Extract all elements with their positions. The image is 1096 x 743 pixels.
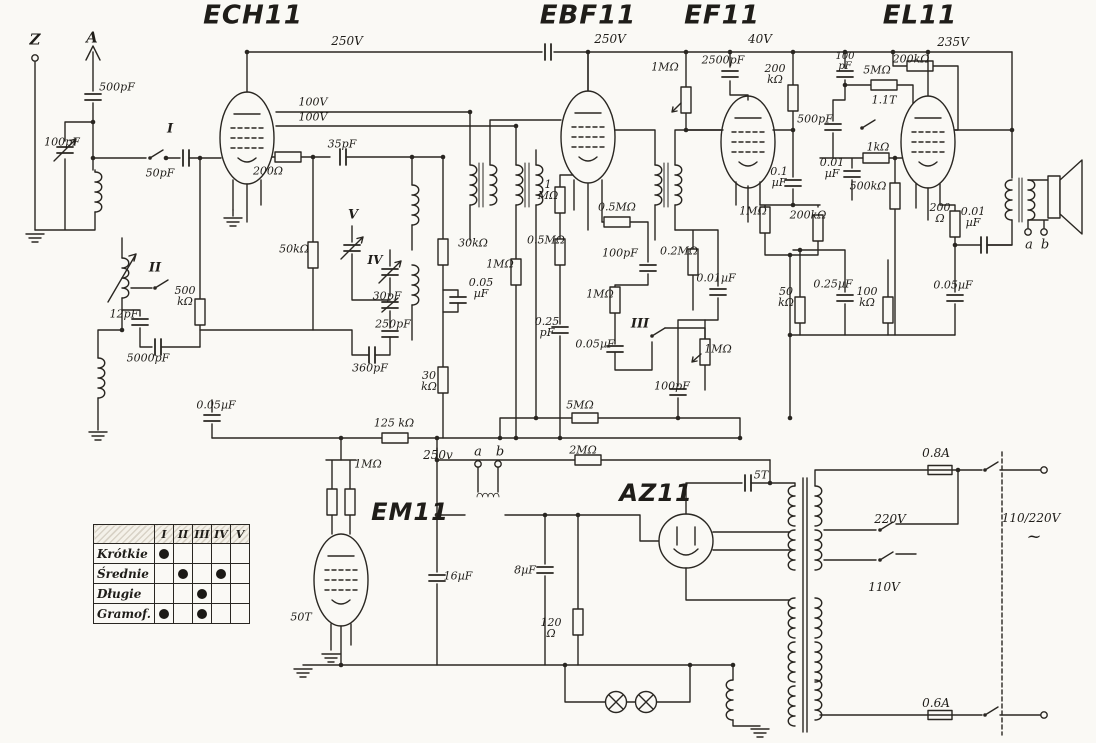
band-row-label: Krótkie — [93, 543, 155, 564]
band-col-header: IV — [210, 524, 231, 544]
el11-stage — [787, 49, 1083, 421]
band-col-header: III — [191, 524, 212, 544]
band-dot — [158, 549, 169, 559]
band-cell — [191, 563, 212, 584]
band-row-label: Średnie — [93, 563, 155, 584]
band-row-label: Długie — [93, 583, 155, 604]
band-cell — [229, 583, 250, 604]
band-table-corner — [93, 524, 155, 544]
band-table-row: Średnie — [93, 563, 250, 584]
band-dot — [196, 589, 207, 599]
band-cell — [210, 563, 231, 584]
band-cell — [210, 583, 231, 604]
band-dot — [158, 609, 169, 619]
em11-stage — [313, 459, 369, 668]
band-cell — [191, 603, 212, 624]
power-transformer — [787, 451, 1048, 736]
band-table-row: Długie — [93, 583, 250, 604]
if-transformer-2 — [614, 126, 727, 421]
band-col-header: V — [229, 524, 250, 544]
band-table-row: Krótkie — [93, 543, 250, 564]
band-row-label: Gramof. — [93, 603, 155, 624]
band-dot — [196, 609, 207, 619]
band-cell — [153, 603, 174, 624]
power-supply-section — [293, 447, 796, 738]
band-cell — [172, 603, 193, 624]
if-transformer-1 — [467, 108, 562, 441]
band-cell — [229, 563, 250, 584]
band-cell — [210, 603, 231, 624]
band-cell — [191, 583, 212, 604]
band-cell — [229, 603, 250, 624]
band-cell — [153, 563, 174, 584]
band-table-row: Gramof. — [93, 603, 250, 624]
band-cell — [210, 543, 231, 564]
ebf11-stage — [551, 49, 1013, 441]
band-cell — [153, 543, 174, 564]
el11-coupling — [819, 49, 959, 336]
ef11-stage — [671, 49, 824, 336]
band-cell — [229, 543, 250, 564]
antenna-input-section — [25, 45, 222, 441]
band-dot — [215, 569, 226, 579]
band-dot — [177, 569, 188, 579]
band-cell — [172, 583, 193, 604]
band-cell — [172, 543, 193, 564]
band-cell — [172, 563, 193, 584]
distribution-buses — [211, 412, 773, 486]
ech11-stage — [199, 43, 589, 439]
band-cell — [153, 583, 174, 604]
band-cell — [191, 543, 212, 564]
band-col-header: I — [153, 524, 174, 544]
band-col-header: II — [172, 524, 193, 544]
